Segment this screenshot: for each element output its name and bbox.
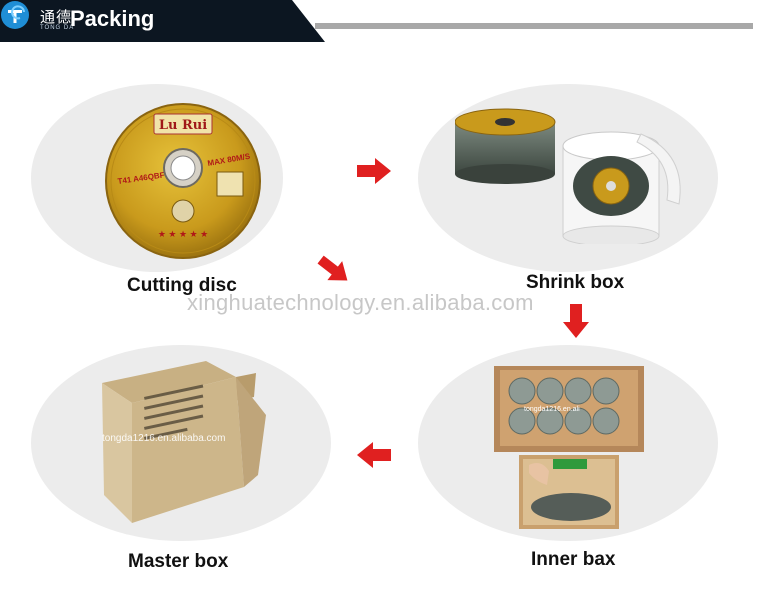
arrow-left-icon xyxy=(357,442,391,468)
site-watermark: xinghuatechnology.en.alibaba.com xyxy=(187,290,534,315)
svg-text:★ ★ ★ ★ ★: ★ ★ ★ ★ ★ xyxy=(158,229,208,239)
logo-english-text: TONG DA xyxy=(40,25,75,31)
arrow-diagonal-icon xyxy=(317,255,348,281)
arrow-down-icon xyxy=(563,304,589,338)
shrink-box-image xyxy=(455,108,681,244)
page-title: Packing xyxy=(70,6,155,31)
cutting-disc-image: Lu Rui T41 A46QBF MAX 80M/S ★ ★ ★ ★ ★ xyxy=(105,103,261,259)
header-divider-line xyxy=(315,23,753,29)
master-box-image: tongda1216.en.alibaba.com xyxy=(102,361,266,523)
arrow-right-icon xyxy=(357,158,391,184)
logo-chinese-text: 通德 xyxy=(40,8,73,26)
caption-inner-box: Inner bax xyxy=(531,549,616,570)
header-bar: 通德 TONG DA Packing xyxy=(0,0,325,42)
inner-box-watermark-text: tongda1216.en.ali xyxy=(524,406,580,413)
caption-master-box: Master box xyxy=(128,551,229,572)
company-logo-icon xyxy=(1,1,29,29)
caption-cutting-disc: Cutting disc xyxy=(127,275,237,296)
master-box-watermark-text: tongda1216.en.alibaba.com xyxy=(102,433,225,444)
caption-shrink-box: Shrink box xyxy=(526,272,625,293)
inner-box-top-image: tongda1216.en.ali xyxy=(494,366,644,452)
disc-brand-text: Lu Rui xyxy=(159,118,207,133)
header-background xyxy=(0,0,325,42)
inner-box-bottom-image xyxy=(519,455,619,529)
